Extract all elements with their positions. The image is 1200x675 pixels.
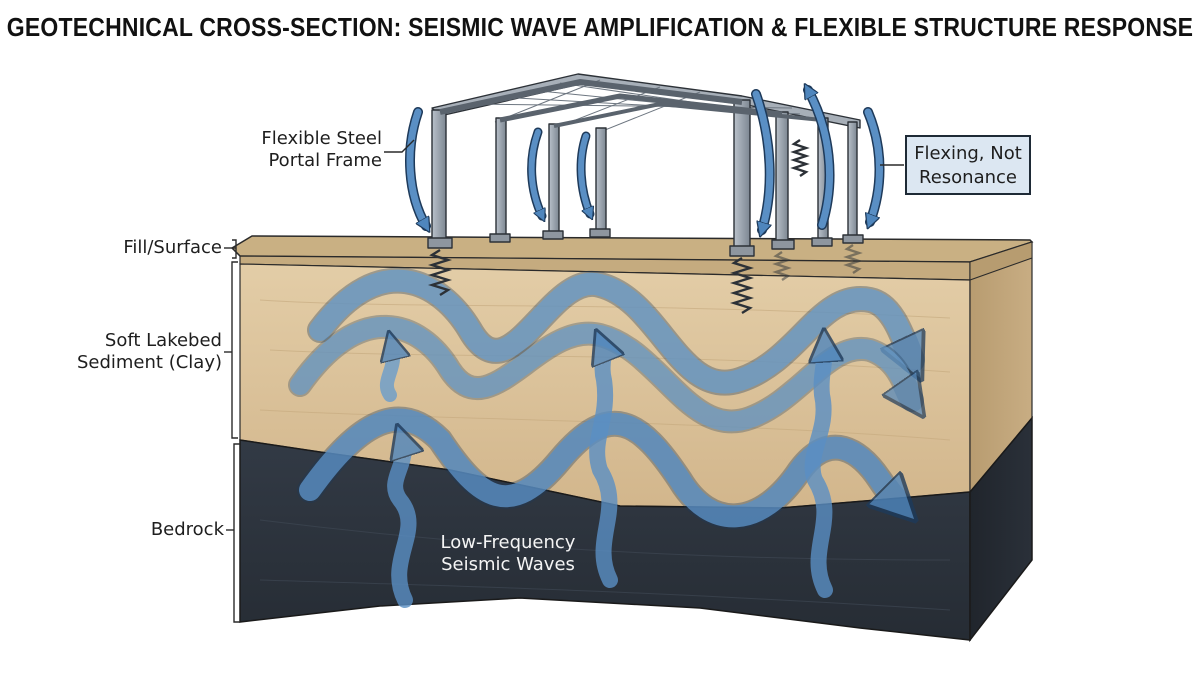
waves-label-line2: Seismic Waves	[441, 554, 575, 575]
clay-label-line2: Sediment (Clay)	[76, 352, 222, 373]
callout-line1: Flexing, Not	[914, 143, 1022, 164]
waves-label: Low-Frequency Seismic Waves	[420, 532, 596, 576]
waves-label-line1: Low-Frequency	[440, 532, 576, 553]
seismic-waves	[288, 267, 912, 608]
frame-column	[548, 123, 560, 235]
fill-layer-side	[969, 241, 1033, 281]
frame-column	[595, 127, 607, 233]
frame-column	[775, 111, 789, 243]
foundation-springs	[427, 139, 863, 315]
flexing-callout-box: Flexing, Not Resonance	[905, 135, 1031, 195]
page-title: GEOTECHNICAL CROSS-SECTION: SEISMIC WAVE…	[6, 12, 1194, 42]
frame-roof	[431, 73, 861, 129]
clay-label: Soft Lakebed Sediment (Clay)	[60, 330, 222, 374]
wave-rising-left	[387, 440, 408, 608]
sway-arrows	[405, 90, 885, 230]
clay-label-line1: Soft Lakebed	[104, 330, 222, 351]
frame-column	[847, 121, 858, 239]
bracket-clay	[231, 261, 238, 439]
bracket-fill	[232, 239, 237, 259]
bedrock-layer-side	[969, 415, 1033, 643]
steel-portal-frame	[427, 73, 864, 257]
frame-label-line2: Portal Frame	[268, 150, 382, 171]
frame-column	[431, 109, 447, 241]
bracket-bedrock	[233, 443, 240, 623]
frame-column	[733, 99, 751, 249]
wave-rising-center	[589, 345, 610, 588]
fill-surface-label: Fill/Surface	[123, 237, 222, 258]
bedrock-label: Bedrock	[150, 519, 224, 540]
frame-label-line1: Flexible Steel	[261, 128, 382, 149]
label-leaders	[224, 139, 904, 623]
spring-right	[729, 256, 755, 315]
wave-rising-right	[804, 345, 826, 598]
spring-left	[427, 248, 453, 297]
frame-label: Flexible Steel Portal Frame	[230, 128, 382, 172]
frame-column	[495, 117, 507, 237]
callout-line2: Resonance	[919, 167, 1017, 188]
